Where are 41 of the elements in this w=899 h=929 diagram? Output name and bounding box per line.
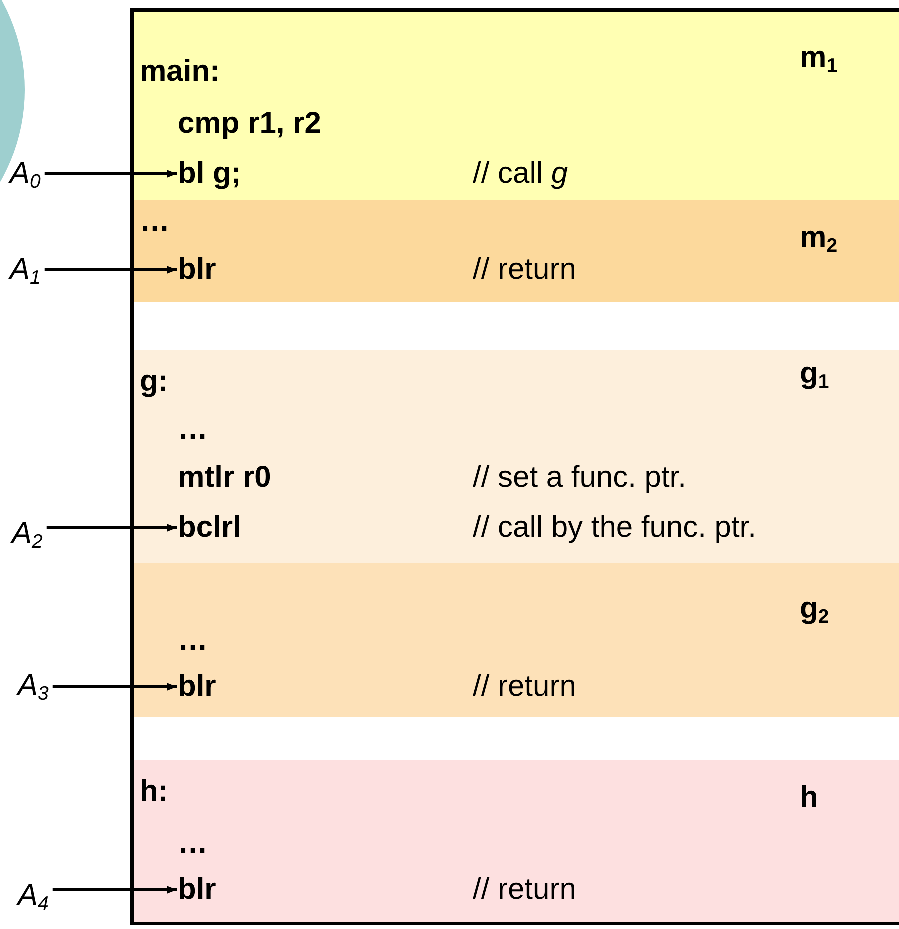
address-label: A$_{2}$: [12, 516, 43, 552]
code-comment: // call by the func. ptr.: [473, 510, 756, 546]
code-panel: [130, 8, 899, 925]
code-section: [134, 12, 899, 200]
section-label: g$_{2}$: [800, 591, 830, 627]
code-line: main:: [140, 54, 220, 90]
arrow: [44, 266, 177, 274]
section-label: m$_{2}$: [800, 220, 838, 256]
section-label: g$_{1}$: [800, 356, 830, 392]
address-label: A$_{1}$: [10, 252, 41, 288]
arrow: [44, 170, 177, 178]
code-line: blr: [178, 669, 216, 705]
code-line: …: [140, 204, 170, 240]
code-line: cmp r1, r2: [178, 106, 322, 142]
code-line: g:: [140, 364, 168, 400]
address-label: A$_{4}$: [18, 878, 49, 914]
code-comment: // set a func. ptr.: [473, 460, 686, 496]
code-line: …: [178, 412, 208, 448]
code-comment: // return: [473, 669, 576, 705]
code-comment: // return: [473, 872, 576, 908]
code-comment: // call g: [473, 156, 568, 192]
code-line: bclrl: [178, 510, 242, 546]
code-line: …: [178, 826, 208, 862]
code-line: blr: [178, 252, 216, 288]
section-label: h: [800, 780, 818, 816]
arrow: [46, 524, 177, 532]
address-label: A$_{3}$: [18, 668, 49, 704]
address-label: A$_{0}$: [10, 156, 41, 192]
section-label: m$_{1}$: [800, 40, 838, 76]
code-section: [134, 200, 899, 302]
code-line: …: [178, 623, 208, 659]
code-section: [134, 563, 899, 717]
code-line: mtlr r0: [178, 460, 272, 496]
code-section: [134, 760, 899, 922]
code-line: bl g;: [178, 156, 242, 192]
arrow: [52, 886, 177, 894]
code-section: [134, 350, 899, 563]
code-line: blr: [178, 872, 216, 908]
arrow: [52, 683, 177, 691]
code-comment: // return: [473, 252, 576, 288]
code-line: h:: [140, 774, 168, 810]
